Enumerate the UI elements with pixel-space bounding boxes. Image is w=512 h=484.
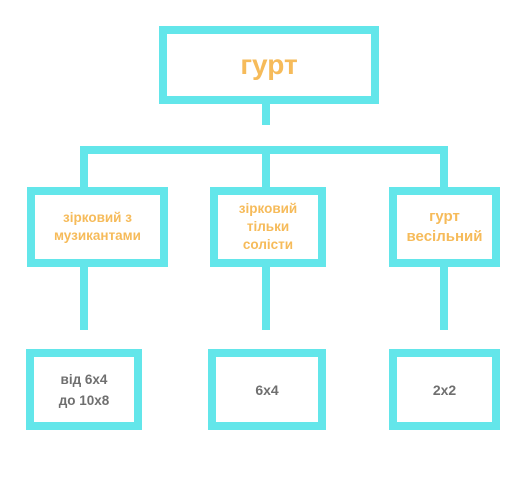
category-box-2 (210, 187, 326, 267)
size-label-1-line-1: від 6х4 (60, 371, 108, 387)
connectors (80, 100, 448, 330)
category-label-2: зірковий тільки солісти (238, 201, 298, 252)
root-label: гурт (240, 49, 298, 80)
root-box (159, 26, 379, 104)
size-box-3 (389, 349, 500, 430)
category-box-1 (27, 187, 168, 267)
boxes (26, 26, 500, 430)
size-label-2: 6х4 (255, 381, 279, 398)
size-box-1 (26, 349, 142, 430)
size-label-1: від 6х4 до 10х8 (30, 353, 138, 426)
category-label-3: гурт весільний (406, 208, 483, 245)
category-box-3 (389, 187, 500, 267)
size-box-2 (208, 349, 326, 430)
size-label-1-line-2: до 10х8 (58, 392, 110, 408)
category-label-1: зірковий з музикантами (54, 210, 141, 243)
size-label-3: 2х2 (432, 381, 457, 398)
